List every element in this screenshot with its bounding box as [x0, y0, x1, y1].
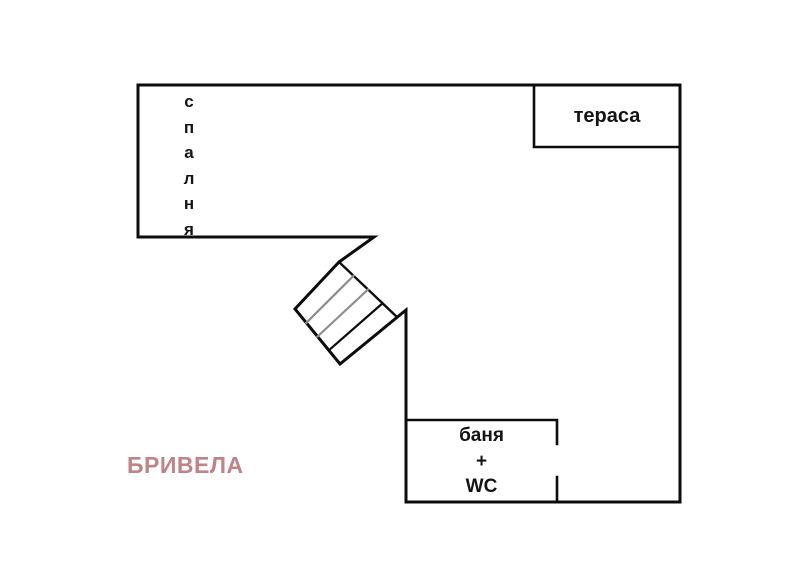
bathroom-partition-walls [404, 418, 559, 504]
bathroom-label-line3: WC [465, 476, 498, 498]
bathroom-room-label: баня + WC [406, 421, 557, 502]
bathroom-label-line1: баня [459, 425, 504, 447]
terrace-room-label-text: тераса [573, 104, 641, 127]
stair-tread-icon [315, 287, 370, 339]
stair-tread-icon [304, 274, 356, 325]
bedroom-room-label: спалня [183, 92, 195, 239]
bathroom-label-line2: + [475, 450, 488, 472]
outer-walls [136, 83, 682, 504]
agency-watermark: БРИВЕЛА [127, 452, 244, 478]
terrace-partition-walls [532, 83, 682, 149]
stair-tread-icon [327, 301, 385, 352]
terrace-room-label: тераса [534, 85, 680, 147]
